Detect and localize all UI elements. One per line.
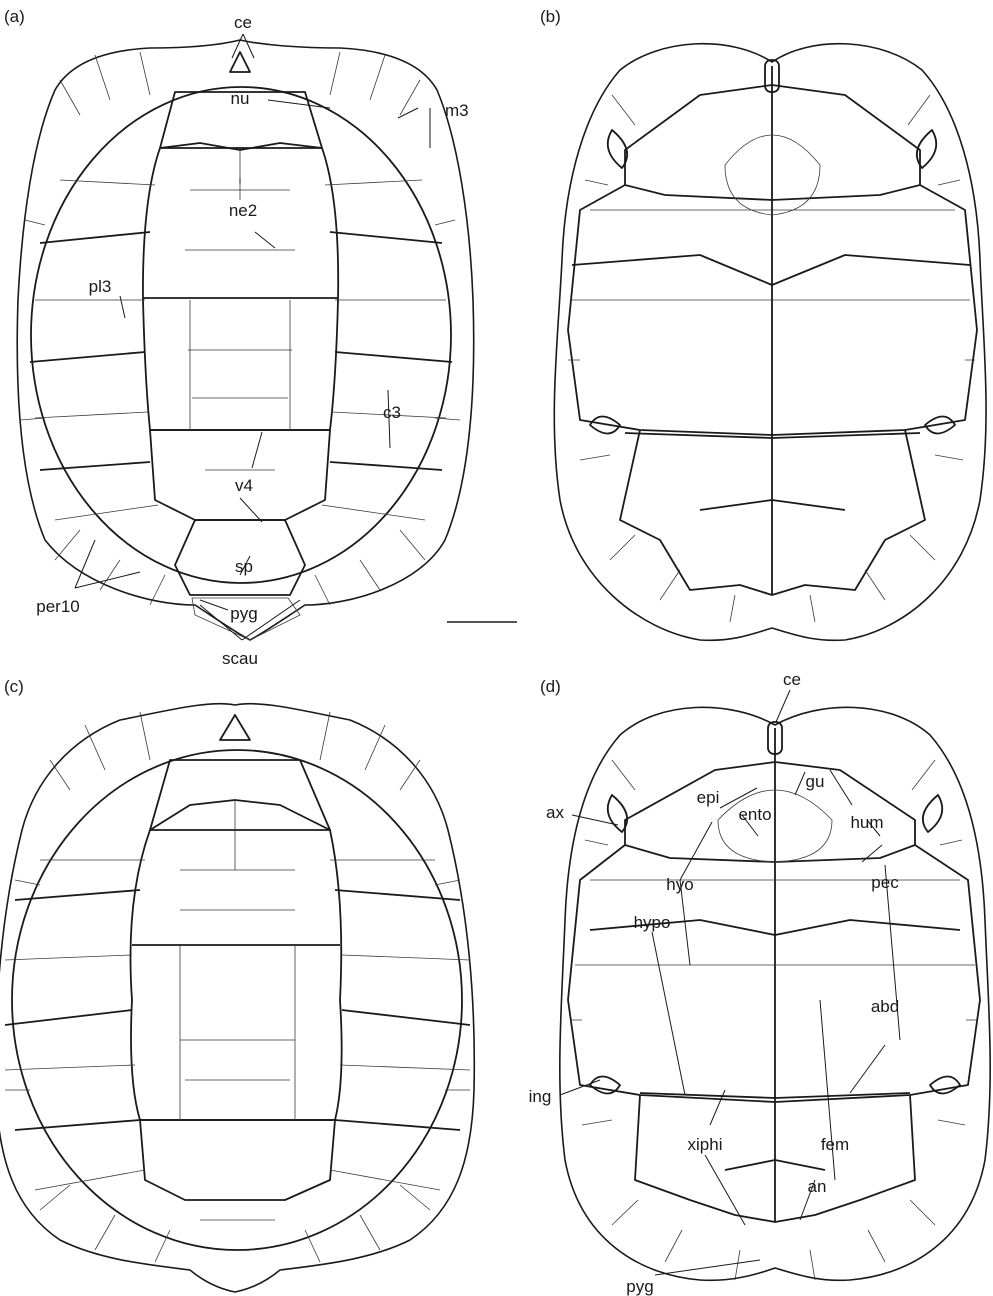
label-d-hypo: hypo [634,913,671,932]
panel-a-tag: (a) [4,7,25,26]
label-a-pl3: pl3 [89,277,112,296]
label-d-ento: ento [738,805,771,824]
label-d-an: an [808,1177,827,1196]
panel-d-tag: (d) [540,677,561,696]
label-a-c3: c3 [383,403,401,422]
carapace-outline-c [0,704,474,1292]
label-a-sp: sp [235,557,253,576]
label-d-gu: gu [806,772,825,791]
panel-c-tag: (c) [4,677,24,696]
label-d-ce: ce [783,670,801,689]
label-d-fem: fem [821,1135,849,1154]
label-d-pec: pec [871,873,899,892]
label-d-abd: abd [871,997,899,1016]
label-a-ne2: ne2 [229,201,257,220]
label-a-ce: ce [234,13,252,32]
label-d-pyg: pyg [626,1277,653,1296]
label-a-pyg: pyg [230,604,257,623]
label-a-per10: per10 [36,597,79,616]
label-d-ing: ing [529,1087,552,1106]
label-d-hyo: hyo [666,875,693,894]
label-a-nu: nu [231,89,250,108]
panel-d: (d) ce gu epi ax ento hum hyo pec hypo a… [529,670,991,1296]
panel-b: (b) [540,7,986,640]
label-d-ax: ax [546,803,564,822]
panel-c: (c) [0,677,474,1292]
label-d-hum: hum [850,813,883,832]
panel-a: (a) ce nu m3 ne2 pl3 c3 v4 sp per10 pyg … [4,7,517,668]
carapace-outline-a [17,40,473,640]
label-a-scau: scau [222,649,258,668]
label-a-v4: v4 [235,476,253,495]
label-d-xiphi: xiphi [688,1135,723,1154]
panel-b-tag: (b) [540,7,561,26]
label-d-epi: epi [697,788,720,807]
label-a-m3: m3 [445,101,469,120]
